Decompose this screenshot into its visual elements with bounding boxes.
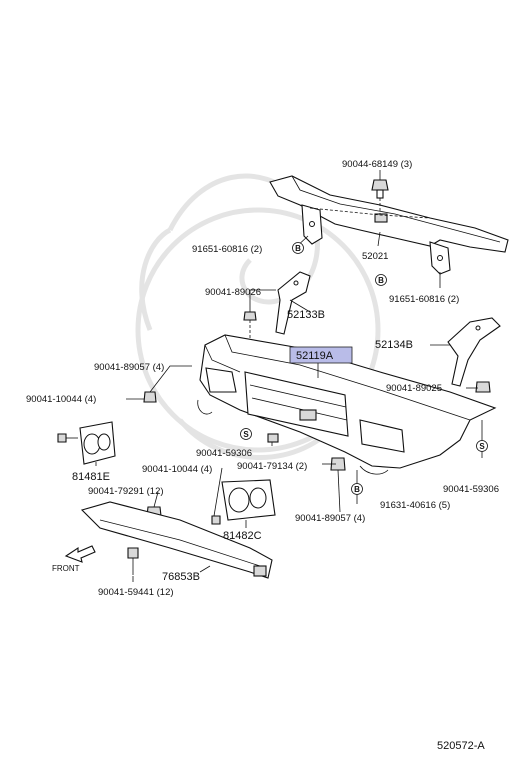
bracket-52134B[interactable] (447, 317, 501, 387)
label-81482C[interactable]: 81482C (223, 530, 262, 542)
bolt-90041-89026[interactable] (243, 311, 257, 321)
marker-b-1: B (292, 242, 304, 254)
marker-b-2: B (375, 274, 387, 286)
svg-text:B: B (295, 244, 301, 253)
label-90041-59306-center[interactable]: 90041-59306 (196, 448, 252, 459)
svg-text:S: S (243, 430, 249, 439)
clip-90041-79134[interactable] (267, 433, 279, 443)
front-label: FRONT (52, 564, 80, 573)
marker-s-1: S (240, 428, 252, 440)
clip-90041-89057-lower[interactable] (330, 457, 346, 471)
svg-text:S: S (479, 442, 485, 451)
fog-lamp-bezel-81482C[interactable] (221, 479, 276, 521)
fog-lamp-bezel-81481E[interactable] (79, 421, 116, 465)
label-90041-59306-right[interactable]: 90041-59306 (443, 484, 499, 495)
highlight-box-52119A (289, 346, 353, 364)
label-90041-89057-lower[interactable]: 90041-89057 (4) (295, 513, 365, 524)
marker-b-3: B (351, 483, 363, 495)
label-76853B[interactable]: 76853B (162, 571, 200, 583)
screw-90041-10044-right[interactable] (211, 515, 221, 525)
marker-s-2: S (476, 440, 488, 452)
label-52119A[interactable]: 52119A (296, 350, 334, 362)
bumper-cover-52119A[interactable] (197, 334, 497, 475)
figure-code: 520572-A (437, 740, 485, 752)
svg-text:B: B (378, 276, 384, 285)
part-labels: 90044-68149 (3) 91651-60816 (2) 52021 91… (26, 159, 499, 752)
label-90041-10044-left[interactable]: 90041-10044 (4) (26, 394, 96, 405)
label-90041-79291[interactable]: 90041-79291 (12) (88, 486, 164, 497)
label-91631-40616[interactable]: 91631-40616 (5) (380, 500, 450, 511)
label-90041-89025[interactable]: 90041-89025 (386, 383, 442, 394)
bolt-90044-68149[interactable] (371, 179, 389, 199)
screw-90041-59441[interactable] (127, 547, 139, 575)
svg-text:B: B (354, 485, 360, 494)
label-90041-59441[interactable]: 90041-59441 (12) (98, 587, 174, 598)
label-52134B[interactable]: 52134B (375, 339, 413, 351)
label-90041-89057-upper[interactable]: 90041-89057 (4) (94, 362, 164, 373)
label-91651-60816-left[interactable]: 91651-60816 (2) (192, 244, 262, 255)
label-90041-10044-right[interactable]: 90041-10044 (4) (142, 464, 212, 475)
label-90041-79134[interactable]: 90041-79134 (2) (237, 461, 307, 472)
label-52133B[interactable]: 52133B (287, 309, 325, 321)
bracket-52133B[interactable] (275, 271, 311, 335)
label-81481E[interactable]: 81481E (72, 471, 110, 483)
label-90041-89026[interactable]: 90041-89026 (205, 287, 261, 298)
label-91651-60816-right[interactable]: 91651-60816 (2) (389, 294, 459, 305)
lower-spoiler-76853B[interactable] (80, 501, 273, 579)
label-52021[interactable]: 52021 (362, 251, 388, 262)
label-90044-68149[interactable]: 90044-68149 (3) (342, 159, 412, 170)
clip-90041-89057-upper[interactable] (143, 391, 157, 403)
front-arrow-icon (64, 545, 96, 563)
screw-90041-10044-left[interactable] (57, 433, 78, 443)
radiator-support-52021[interactable] (269, 175, 509, 275)
bolt-90041-89025[interactable] (475, 381, 491, 393)
